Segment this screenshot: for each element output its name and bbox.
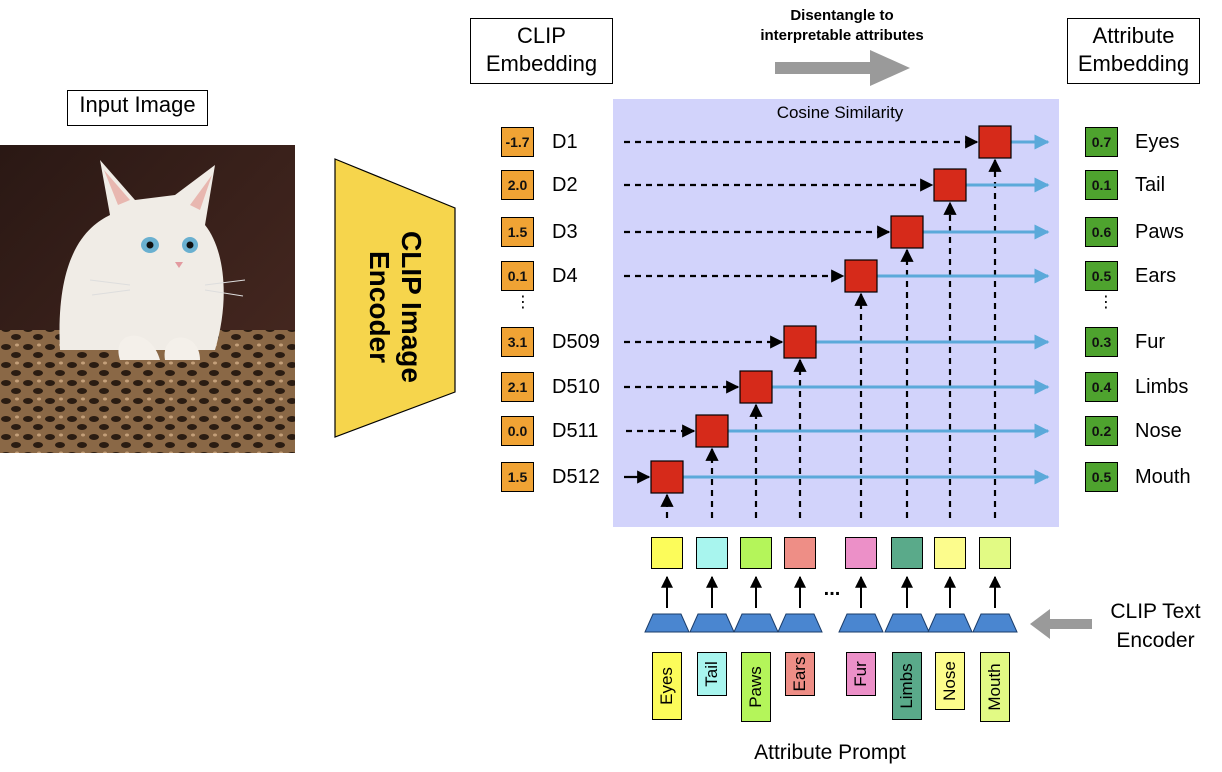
attribute-value-cell: 0.5 — [1085, 261, 1118, 291]
attribute-name-label: Eyes — [1135, 131, 1180, 153]
clip-dimension-label: D2 — [552, 174, 578, 196]
text-encoder-block — [838, 613, 884, 633]
clip-dimension-label: D511 — [552, 420, 599, 442]
attribute-value-cell: 0.2 — [1085, 416, 1118, 446]
clip-dimension-label: D3 — [552, 221, 578, 243]
prompt-up-arrows — [661, 575, 1001, 608]
text-encoder-block — [972, 613, 1018, 633]
red-square — [695, 414, 729, 448]
text-encoder-arrow — [1030, 609, 1092, 639]
attribute-prompt-box: Nose — [935, 652, 965, 710]
attribute-prompt-text: Fur — [851, 661, 870, 687]
clip-embedding-label: CLIP Embedding — [470, 18, 613, 84]
clip-image-encoder-label: CLIP Image Encoder — [364, 231, 427, 383]
attribute-value-cell: 0.4 — [1085, 372, 1118, 402]
prompt-embedding-swatch — [696, 537, 728, 569]
prompt-embedding-swatch — [891, 537, 923, 569]
attribute-prompt-text: Mouth — [985, 663, 1004, 711]
cat-photo — [0, 145, 295, 453]
prompt-embedding-swatch — [845, 537, 877, 569]
attribute-prompt-text: Limbs — [897, 663, 916, 709]
attribute-prompt-text: Tail — [702, 661, 721, 687]
red-square — [978, 125, 1012, 159]
clip-embedding-vdots: ⋮ — [515, 294, 531, 311]
attribute-name-label: Fur — [1135, 331, 1165, 353]
attribute-prompt-box: Fur — [846, 652, 876, 696]
text-encoder-block — [733, 613, 779, 633]
red-square — [890, 215, 924, 249]
attribute-prompt-text: Nose — [940, 661, 959, 701]
attribute-prompt-box: Eyes — [652, 652, 682, 720]
input-image-label: Input Image — [67, 90, 208, 126]
red-square — [650, 460, 684, 494]
red-square — [739, 370, 773, 404]
attribute-embedding-label: Attribute Embedding — [1067, 18, 1200, 84]
attribute-prompt-label: Attribute Prompt — [754, 741, 906, 764]
attribute-name-label: Ears — [1135, 265, 1177, 287]
attribute-output-arrows — [671, 134, 1050, 485]
disentangle-arrow — [775, 50, 910, 86]
clip-dimension-label: D512 — [552, 466, 600, 488]
attribute-prompt-box: Paws — [741, 652, 771, 722]
clip-dimension-label: D4 — [552, 265, 578, 287]
red-square — [783, 325, 817, 359]
attribute-name-label: Mouth — [1135, 466, 1191, 488]
text-encoder-block — [884, 613, 930, 633]
attribute-prompt-text: Ears — [790, 656, 809, 692]
attribute-name-label: Paws — [1135, 221, 1184, 243]
clip-value-cell: 0.1 — [501, 261, 534, 291]
attribute-prompt-text: Eyes — [657, 667, 676, 705]
clip-text-encoder-label: CLIP Text Encoder — [1110, 600, 1201, 652]
clip-value-cell: -1.7 — [501, 127, 534, 157]
clip-value-cell: 3.1 — [501, 327, 534, 357]
attribute-prompt-text: Paws — [746, 666, 765, 708]
clip-dimension-label: D509 — [552, 331, 600, 353]
text-encoder-blocks — [644, 613, 1018, 633]
attribute-prompt-box: Limbs — [892, 652, 922, 720]
dashed-horizontal-arrows — [624, 135, 979, 484]
clip-value-cell: 2.1 — [501, 372, 534, 402]
attribute-value-cell: 0.3 — [1085, 327, 1118, 357]
attribute-name-label: Nose — [1135, 420, 1182, 442]
clip-dimension-label: D510 — [552, 376, 600, 398]
disentangle-label: Disentangle to interpretable attributes — [760, 7, 924, 44]
red-squares — [650, 125, 1012, 494]
attribute-prompt-box: Ears — [785, 652, 815, 696]
prompt-embedding-swatch — [740, 537, 772, 569]
attribute-value-cell: 0.7 — [1085, 127, 1118, 157]
clip-value-cell: 0.0 — [501, 416, 534, 446]
clip-value-cell: 1.5 — [501, 462, 534, 492]
text-encoder-block — [644, 613, 690, 633]
attribute-embedding-vdots: ⋮ — [1098, 294, 1114, 311]
text-encoder-block — [777, 613, 823, 633]
clip-dimension-label: D1 — [552, 131, 578, 153]
prompt-embedding-swatch — [784, 537, 816, 569]
prompt-embedding-swatch — [934, 537, 966, 569]
cosine-similarity-panel — [613, 99, 1059, 527]
attribute-name-label: Limbs — [1135, 376, 1189, 398]
attribute-value-cell: 0.6 — [1085, 217, 1118, 247]
attribute-prompt-box: Tail — [697, 652, 727, 696]
clip-image-encoder-shape — [334, 158, 456, 438]
cosine-similarity-label: Cosine Similarity — [776, 103, 904, 122]
attribute-prompt-box: Mouth — [980, 652, 1010, 722]
prompt-embedding-swatch — [651, 537, 683, 569]
red-square — [933, 168, 967, 202]
text-encoder-block — [689, 613, 735, 633]
attribute-value-cell: 0.1 — [1085, 170, 1118, 200]
attribute-value-cell: 0.5 — [1085, 462, 1118, 492]
prompt-embedding-swatch — [979, 537, 1011, 569]
dashed-vertical-arrows — [660, 158, 1002, 518]
clip-value-cell: 2.0 — [501, 170, 534, 200]
clip-value-cell: 1.5 — [501, 217, 534, 247]
prompt-ellipsis: ... — [823, 578, 841, 600]
text-encoder-block — [927, 613, 973, 633]
attribute-name-label: Tail — [1135, 174, 1166, 196]
red-square — [844, 259, 878, 293]
